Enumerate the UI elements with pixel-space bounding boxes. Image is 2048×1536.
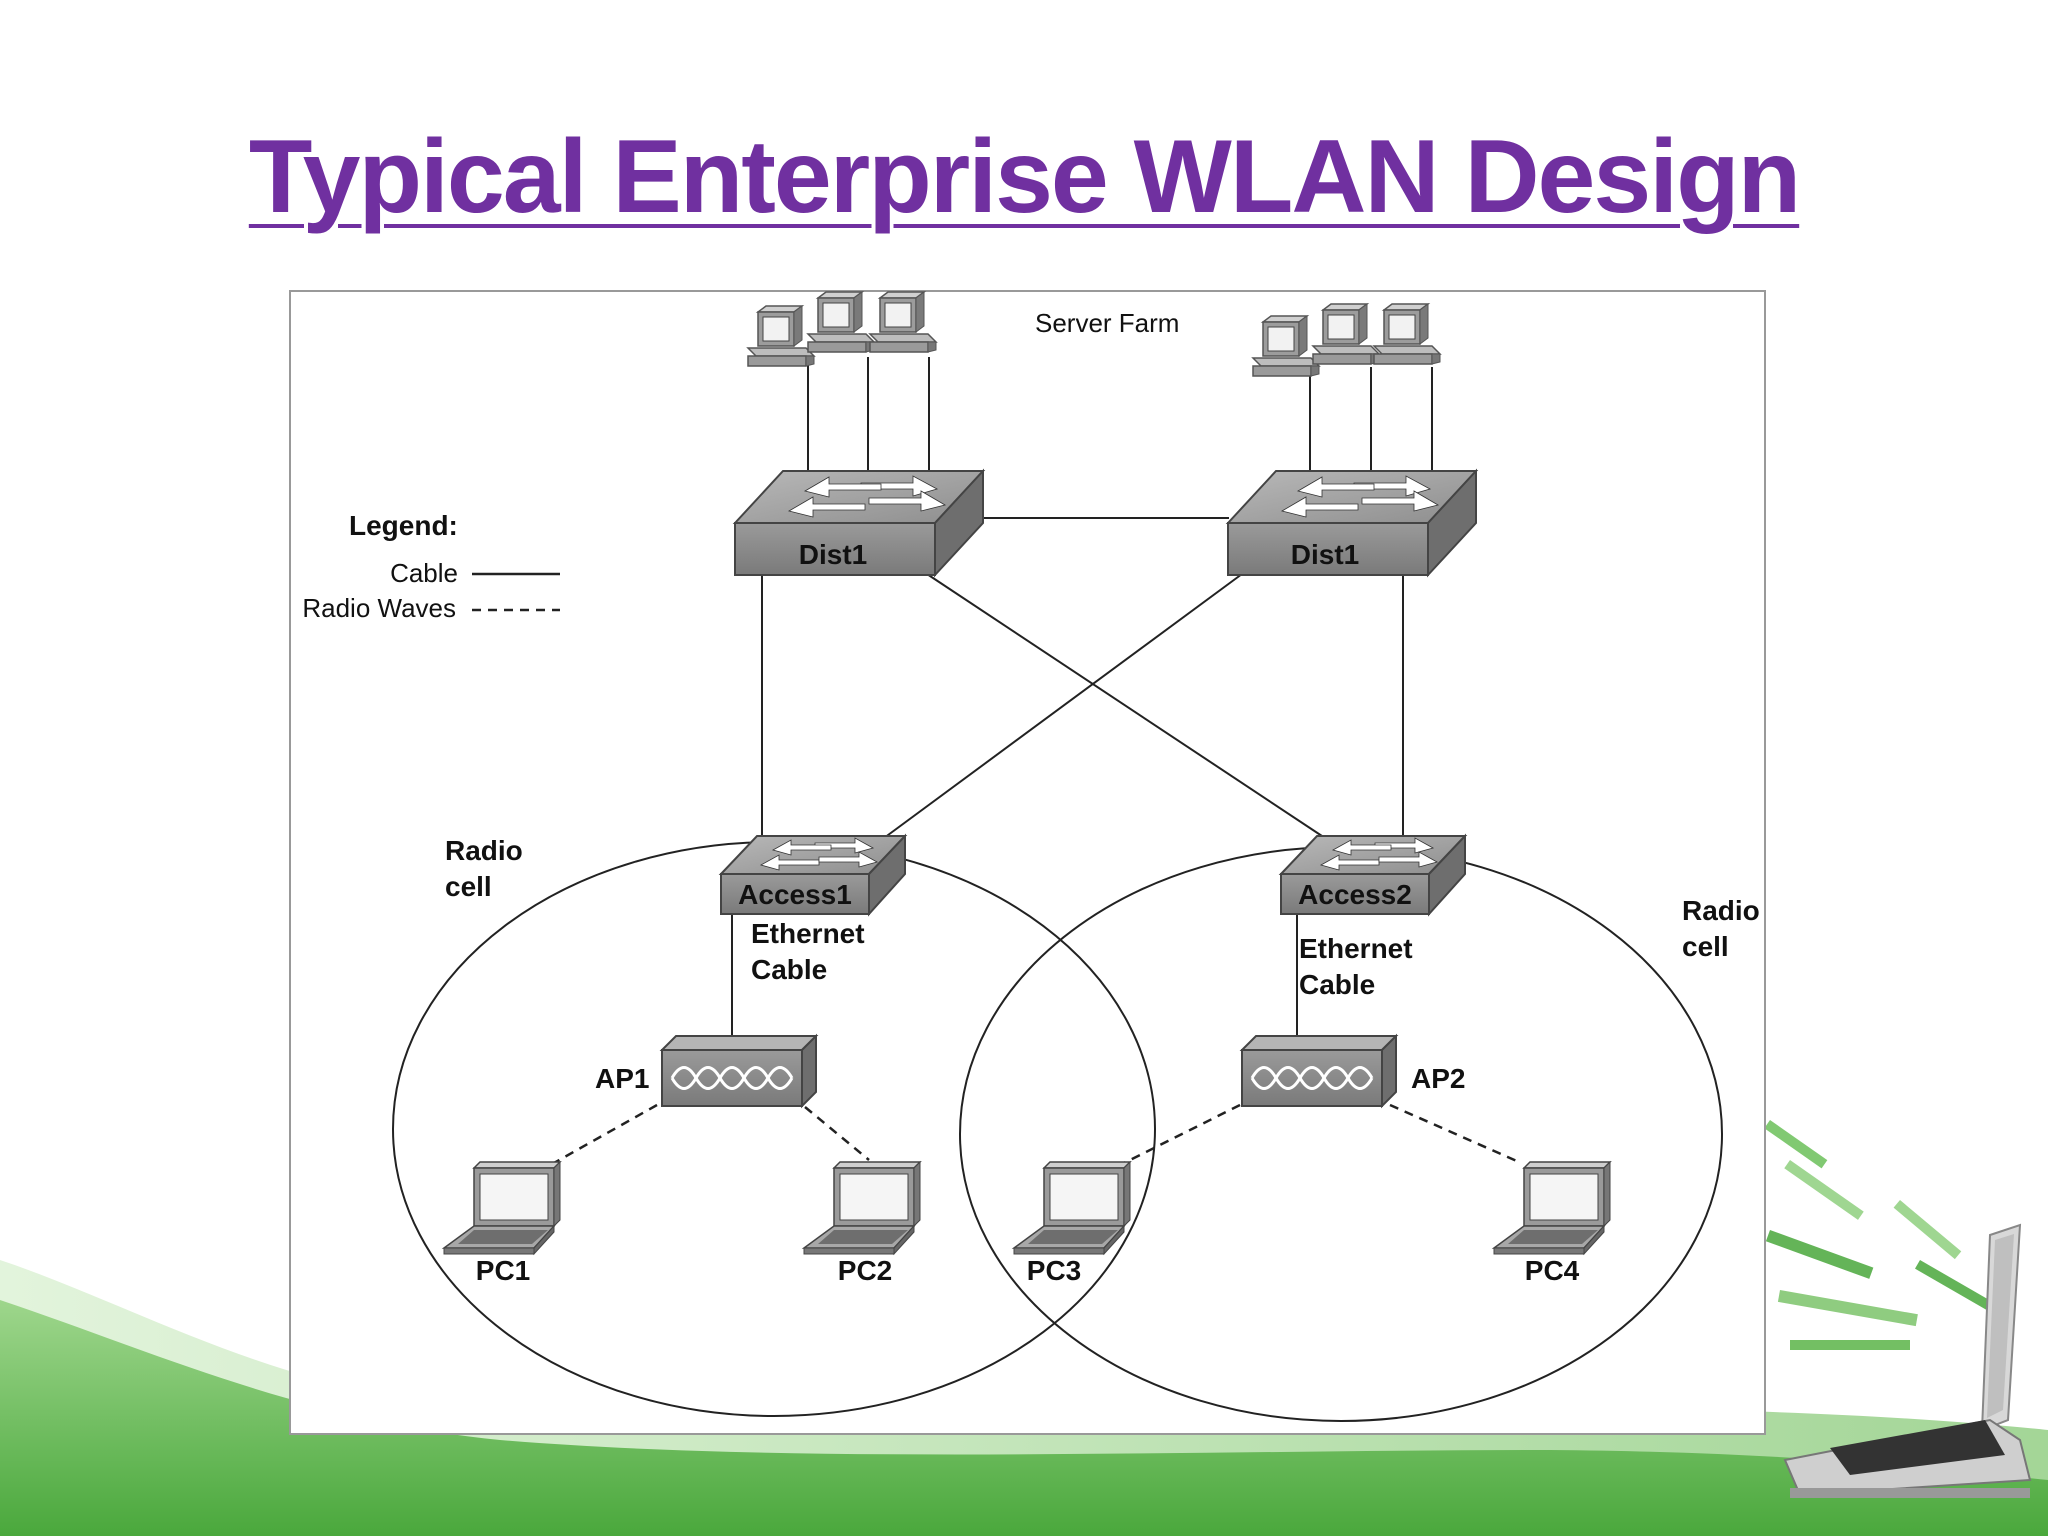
pc-label: PC2 — [838, 1255, 892, 1286]
radio-cell-label-right-line2: cell — [1682, 931, 1729, 962]
green-wave — [0, 1300, 2048, 1536]
access-point-icon — [660, 1034, 818, 1108]
laptop-decoration-icon — [1783, 1223, 2032, 1498]
ap-label: AP1 — [595, 1063, 649, 1094]
radio-wave-links — [544, 1103, 1520, 1170]
server-farm-label: Server Farm — [1035, 308, 1179, 338]
radio-cell-label-left-line2: cell — [445, 871, 492, 902]
radio-cell-label-left-line1: Radio — [445, 835, 523, 866]
dist-access-cables — [761, 573, 1404, 839]
ethernet-cables — [731, 912, 1298, 1038]
dist-switch-label: Dist1 — [1291, 539, 1359, 570]
pc-label: PC3 — [1027, 1255, 1081, 1286]
legend-title: Legend: — [349, 510, 458, 541]
legend-cable-label: Cable — [390, 558, 458, 588]
pc-label: PC4 — [1525, 1255, 1580, 1286]
ethernet-label-right-line2: Cable — [1299, 969, 1375, 1000]
ethernet-label-right-line1: Ethernet — [1299, 933, 1413, 964]
access-point-icon — [1240, 1034, 1398, 1108]
green-streaks-decoration — [1764, 1120, 1998, 1350]
access-switch-label: Access2 — [1298, 879, 1412, 910]
ap-label: AP2 — [1411, 1063, 1465, 1094]
slide-title-text: Typical Enterprise WLAN Design — [248, 119, 1801, 235]
slide-title: Typical Enterprise WLAN Design — [0, 118, 2048, 236]
dist-switch-label: Dist1 — [799, 539, 867, 570]
pc-label: PC1 — [476, 1255, 530, 1286]
wlan-network-diagram: Dist1 Dist1 Access1 Access2 AP1 AP2 PC1 … — [289, 290, 1766, 1435]
legend-radio-label: Radio Waves — [302, 593, 456, 623]
legend: Legend: Cable Radio Waves — [302, 510, 560, 623]
access-switch-label: Access1 — [738, 879, 852, 910]
server-cables — [807, 357, 1433, 475]
ethernet-label-left-line1: Ethernet — [751, 918, 865, 949]
radio-cell-label-right-line1: Radio — [1682, 895, 1760, 926]
ethernet-label-left-line2: Cable — [751, 954, 827, 985]
